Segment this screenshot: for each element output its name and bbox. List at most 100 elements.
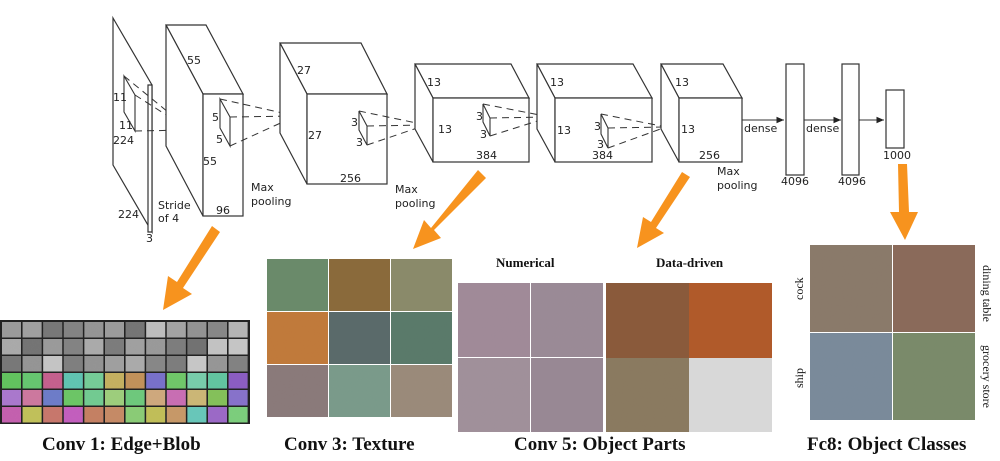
filter-tile — [2, 407, 21, 423]
size-label: 4096 — [781, 175, 809, 188]
arrow-icon — [890, 164, 918, 240]
conv5-object-parts — [458, 283, 772, 432]
filter-tile — [43, 339, 63, 355]
filter-tile — [146, 373, 166, 389]
filter-tile — [84, 322, 104, 338]
filter-tile — [208, 373, 227, 389]
filter-tile — [166, 356, 186, 372]
data-driven-title: Data-driven — [656, 255, 724, 270]
texture-tile — [329, 365, 390, 417]
filter-tile — [2, 339, 21, 355]
texture-tile — [267, 365, 328, 417]
channels-label: 3 — [146, 232, 153, 245]
filter-tile — [63, 356, 83, 372]
filter-tile — [105, 356, 124, 372]
filter-tile — [166, 373, 186, 389]
filter-tile — [43, 373, 63, 389]
filter-tile — [105, 407, 124, 423]
kernel-label: 5 — [212, 111, 219, 124]
filter-tile — [146, 390, 166, 406]
size-label: 13 — [550, 76, 564, 89]
class-tile — [810, 333, 892, 420]
filter-tile — [208, 407, 227, 423]
kernel-label: 3 — [356, 136, 363, 149]
texture-tile — [267, 259, 328, 311]
filter-tile — [228, 356, 248, 372]
filter-tile — [125, 373, 145, 389]
kernel-label: 3 — [476, 110, 483, 123]
texture-tile — [329, 259, 390, 311]
class-label: ship — [792, 368, 806, 388]
depth-label: 96 — [216, 204, 230, 217]
filter-tile — [63, 339, 83, 355]
size-label: 13 — [438, 123, 452, 136]
size-label: 13 — [675, 76, 689, 89]
panel-caption: Fc8: Object Classes — [807, 434, 966, 455]
pooling-label: Max — [395, 183, 418, 196]
filter-tile — [43, 356, 63, 372]
numerical-tile — [531, 283, 603, 357]
input-size-label: 224 — [113, 134, 134, 147]
dense-label: dense — [806, 122, 839, 135]
filter-tile — [208, 339, 227, 355]
kernel-label: 5 — [216, 133, 223, 146]
filter-tile — [105, 390, 124, 406]
kernel-label: 3 — [480, 128, 487, 141]
filter-tile — [105, 373, 124, 389]
filter-tile — [105, 339, 124, 355]
filter-tile — [43, 390, 63, 406]
filter-tile — [208, 356, 227, 372]
filter-tile — [228, 339, 248, 355]
filter-tile — [63, 407, 83, 423]
data-driven-tile — [606, 283, 689, 358]
class-tile — [810, 245, 892, 332]
filter-tile — [63, 390, 83, 406]
dense-label: dense — [744, 122, 777, 135]
kernel-label: 3 — [351, 116, 358, 129]
filter-tile — [166, 339, 186, 355]
filter-tile — [2, 390, 21, 406]
numerical-tile — [458, 358, 530, 432]
kernel-label: 11 — [119, 119, 133, 132]
data-driven-tile — [689, 283, 772, 358]
texture-tile — [391, 365, 452, 417]
depth-label: 384 — [476, 149, 497, 162]
texture-tile — [267, 312, 328, 364]
pooling-label: pooling — [251, 195, 292, 208]
texture-tile — [329, 312, 390, 364]
filter-tile — [146, 407, 166, 423]
texture-tile — [391, 312, 452, 364]
filter-tile — [228, 322, 248, 338]
filter-tile — [125, 407, 145, 423]
filter-tile — [22, 373, 42, 389]
filter-tile — [43, 407, 63, 423]
class-tile — [893, 333, 975, 420]
size-label: 1000 — [883, 149, 911, 162]
pooling-label: Max — [251, 181, 274, 194]
filter-tile — [228, 390, 248, 406]
filter-tile — [125, 390, 145, 406]
filter-tile — [146, 356, 166, 372]
stride-label: of 4 — [158, 212, 179, 225]
filter-tile — [22, 339, 42, 355]
filter-tile — [84, 356, 104, 372]
size-label: 13 — [427, 76, 441, 89]
size-label: 13 — [557, 124, 571, 137]
numerical-tile — [458, 283, 530, 357]
filter-tile — [84, 407, 104, 423]
arrow-icon — [163, 226, 220, 310]
filter-tile — [208, 390, 227, 406]
class-label: dining table — [980, 265, 994, 322]
filter-tile — [187, 373, 207, 389]
conv1-block: 55 5 5 55 96 Max pooling — [164, 24, 297, 217]
data-driven-tile — [606, 358, 689, 432]
filter-tile — [166, 390, 186, 406]
size-label: 27 — [308, 129, 322, 142]
filter-tile — [22, 390, 42, 406]
numerical-title: Numerical — [496, 255, 555, 270]
size-label: 13 — [681, 123, 695, 136]
filter-tile — [125, 322, 145, 338]
filter-tile — [166, 407, 186, 423]
filter-tile — [22, 407, 42, 423]
